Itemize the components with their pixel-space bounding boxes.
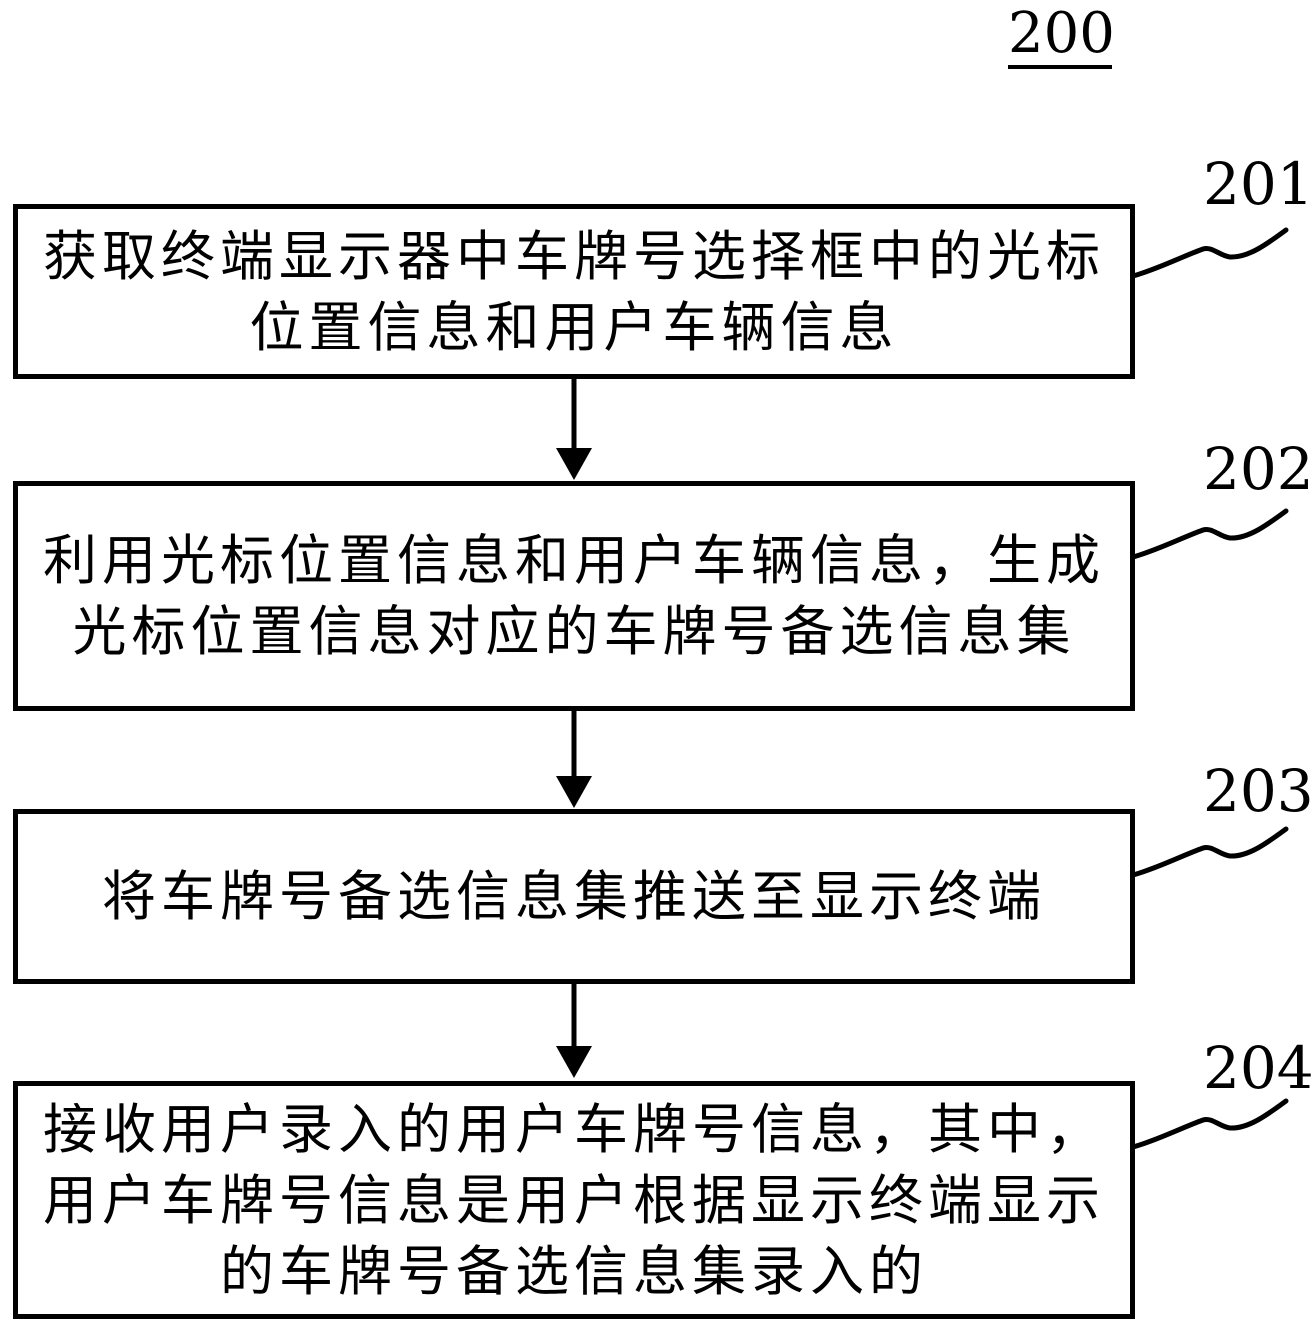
step-label-204: 204	[1203, 1034, 1314, 1102]
step-label-202: 202	[1203, 435, 1314, 503]
arrow-step203-to-step204	[556, 981, 592, 1078]
flowchart-step-204: 接收用户录入的用户车牌号信息，其中， 用户车牌号信息是用户根据显示终端显示 的车…	[13, 1081, 1135, 1319]
step-202-text-line-2: 光标位置信息对应的车牌号备选信息集	[72, 600, 1076, 663]
figure-number: 200	[1008, 6, 1115, 69]
step-203-text-line-1: 将车牌号备选信息集推送至显示终端	[102, 865, 1046, 928]
flowchart-step-202: 利用光标位置信息和用户车辆信息，生成 光标位置信息对应的车牌号备选信息集	[13, 481, 1135, 711]
label-connector-202	[1130, 508, 1289, 560]
step-204-text-line-2: 用户车牌号信息是用户根据显示终端显示	[43, 1168, 1105, 1232]
label-connector-203	[1130, 826, 1289, 878]
step-202-text-line-1: 利用光标位置信息和用户车辆信息，生成	[43, 529, 1105, 592]
label-connector-204	[1130, 1098, 1289, 1150]
arrow-step202-to-step203	[556, 711, 592, 808]
step-204-text-line-1: 接收用户录入的用户车牌号信息，其中，	[43, 1097, 1105, 1161]
flowchart-step-203: 将车牌号备选信息集推送至显示终端	[13, 809, 1135, 984]
arrow-step201-to-step202	[556, 379, 592, 480]
step-label-201: 201	[1203, 150, 1314, 218]
label-connector-201	[1130, 227, 1289, 279]
step-204-text-line-3: 的车牌号备选信息集录入的	[220, 1239, 928, 1303]
step-label-203: 203	[1203, 757, 1314, 825]
flowchart-step-201: 获取终端显示器中车牌号选择框中的光标 位置信息和用户车辆信息	[13, 204, 1135, 379]
step-201-text-line-2: 位置信息和用户车辆信息	[249, 295, 899, 359]
step-201-text-line-1: 获取终端显示器中车牌号选择框中的光标	[43, 224, 1105, 288]
